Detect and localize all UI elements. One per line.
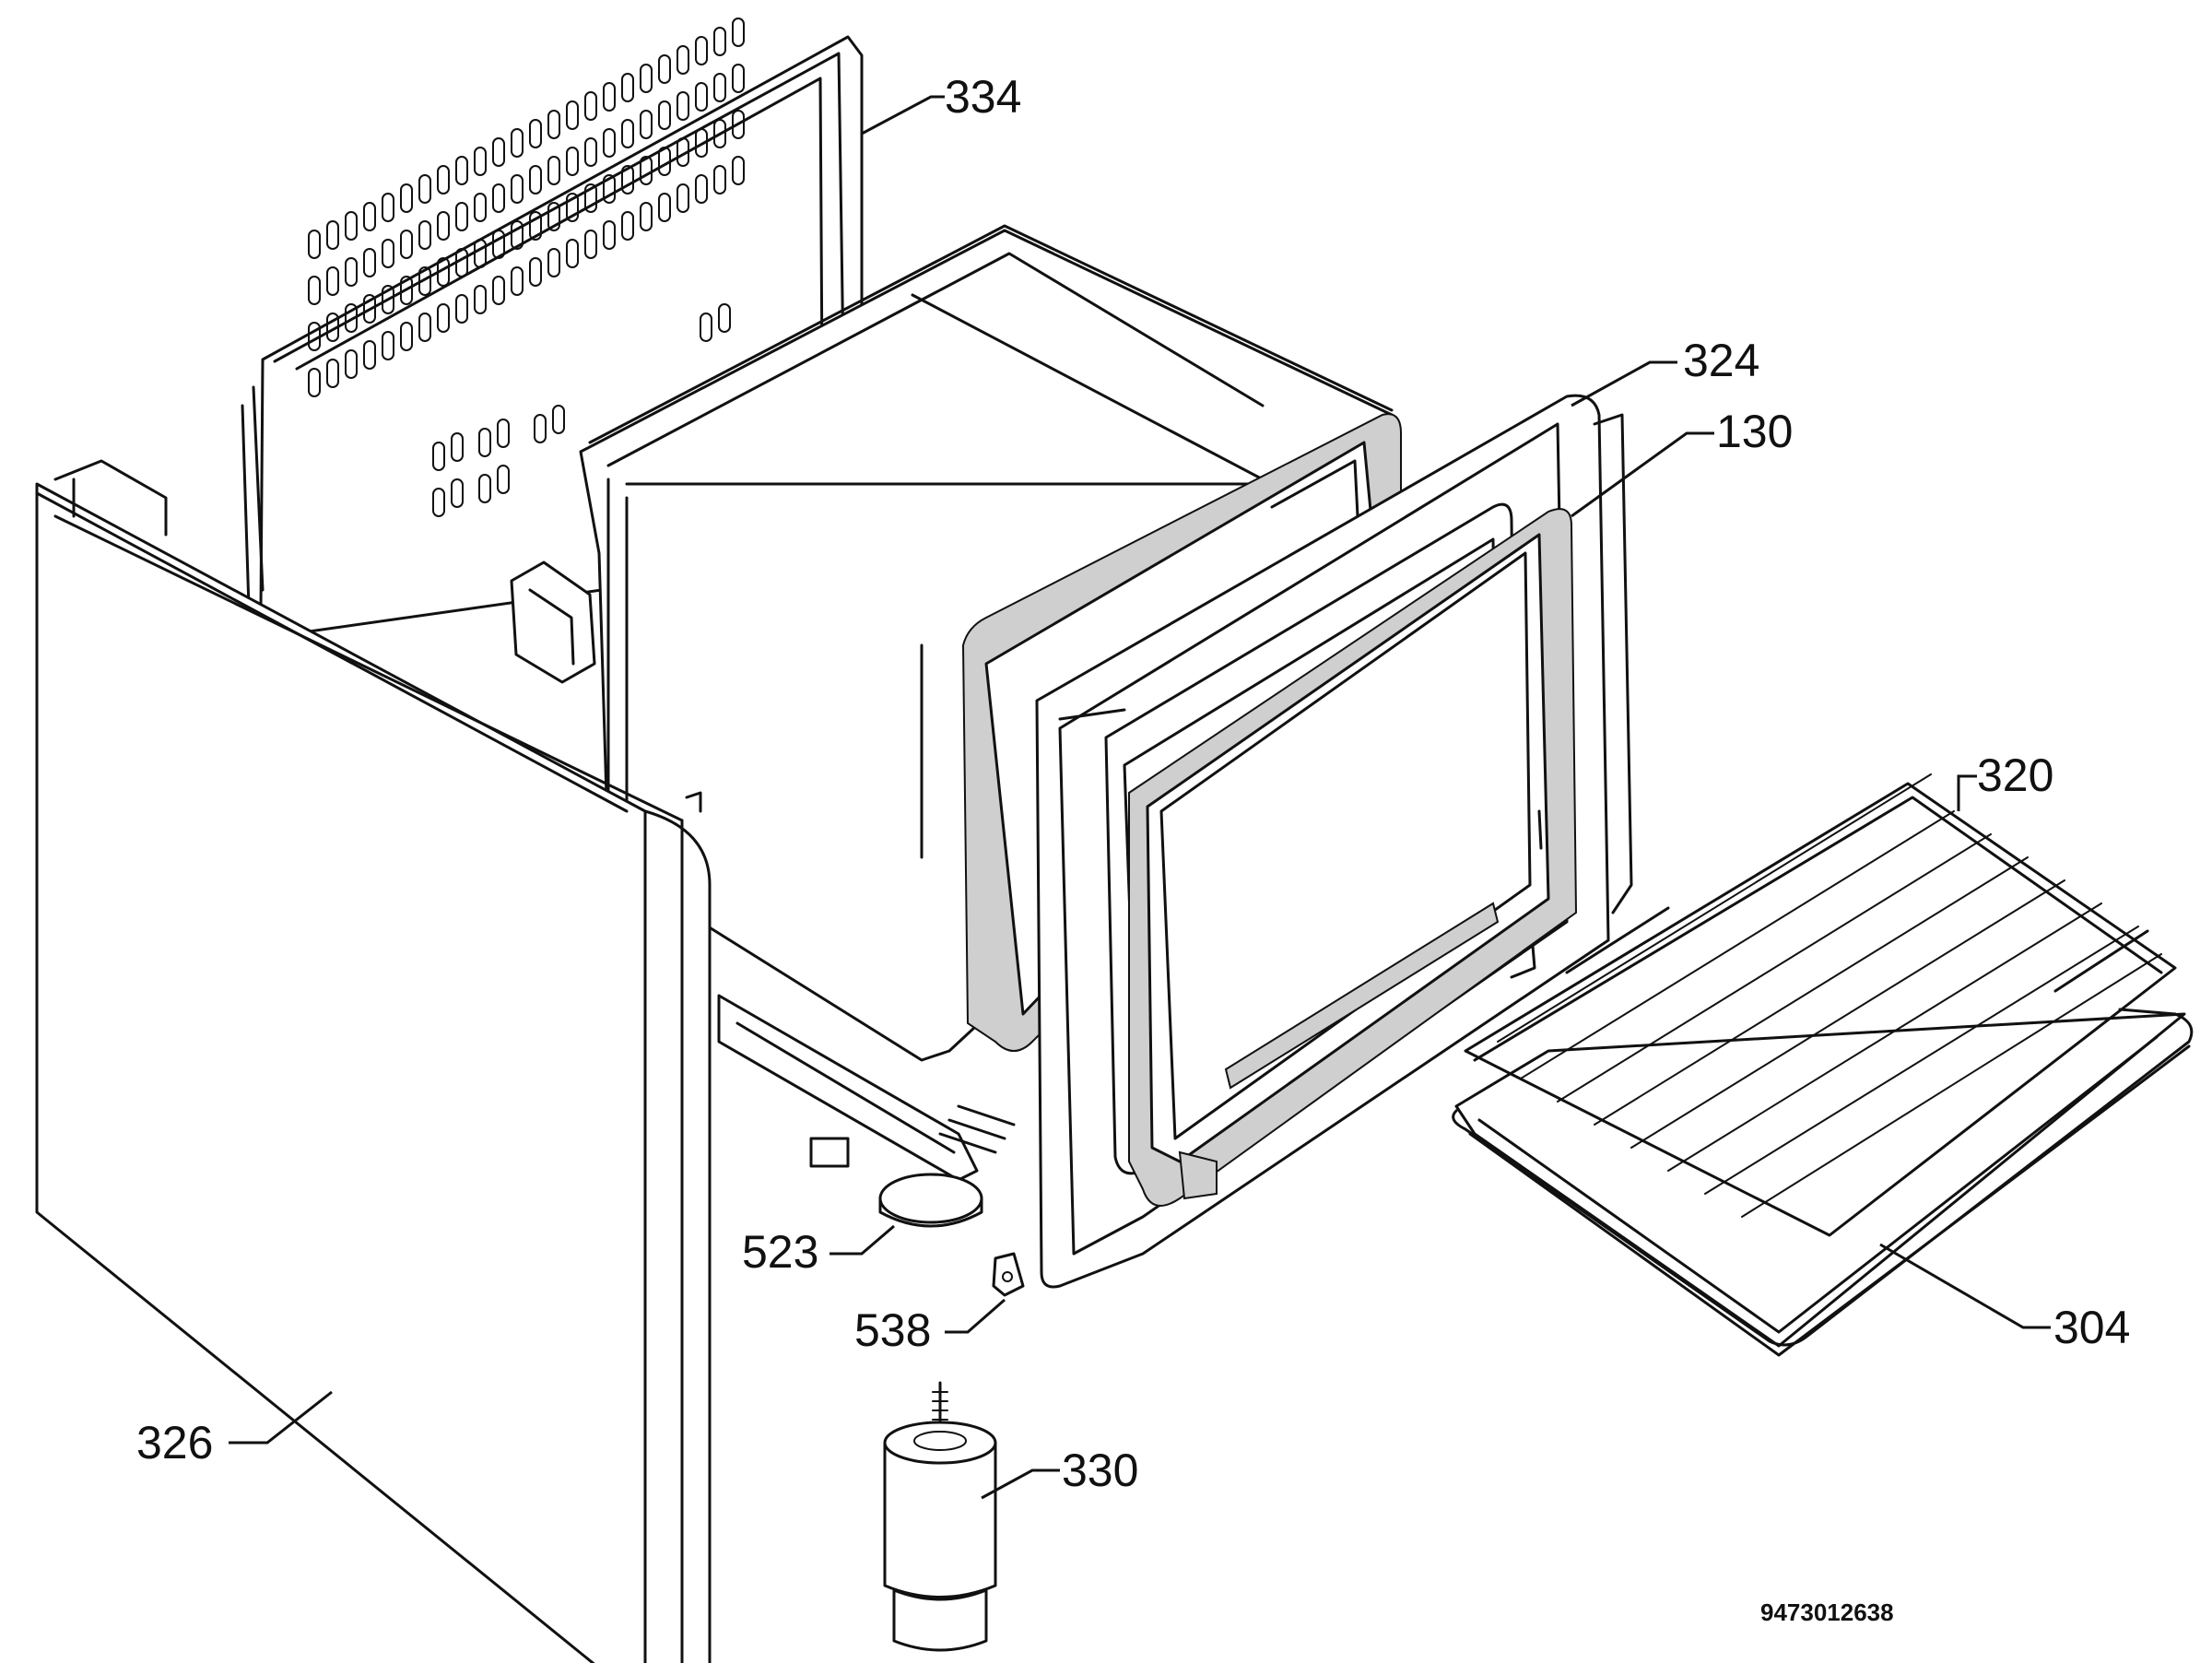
part-523-foot-pad xyxy=(809,1137,983,1228)
label-334: 334 xyxy=(945,71,1021,123)
vent-slots xyxy=(308,18,745,517)
label-330: 330 xyxy=(1062,1445,1138,1496)
label-523: 523 xyxy=(742,1226,818,1278)
leader-lines xyxy=(229,95,2051,1500)
part-326-side-panel xyxy=(35,459,712,1663)
label-304: 304 xyxy=(2053,1302,2130,1353)
part-304-baking-tray xyxy=(1452,1008,2194,1357)
document-code: 9473012638 xyxy=(1760,1598,1894,1626)
part-320-wire-shelf xyxy=(1464,773,2177,1237)
part-538-clip xyxy=(992,1252,1025,1297)
label-320: 320 xyxy=(1977,749,2053,801)
label-324: 324 xyxy=(1683,335,1759,386)
label-326: 326 xyxy=(136,1417,213,1468)
label-130: 130 xyxy=(1716,406,1793,457)
label-538: 538 xyxy=(854,1304,931,1356)
part-330-adjustable-leg xyxy=(883,1381,997,1652)
part-130-door-seal xyxy=(1128,508,1578,1207)
